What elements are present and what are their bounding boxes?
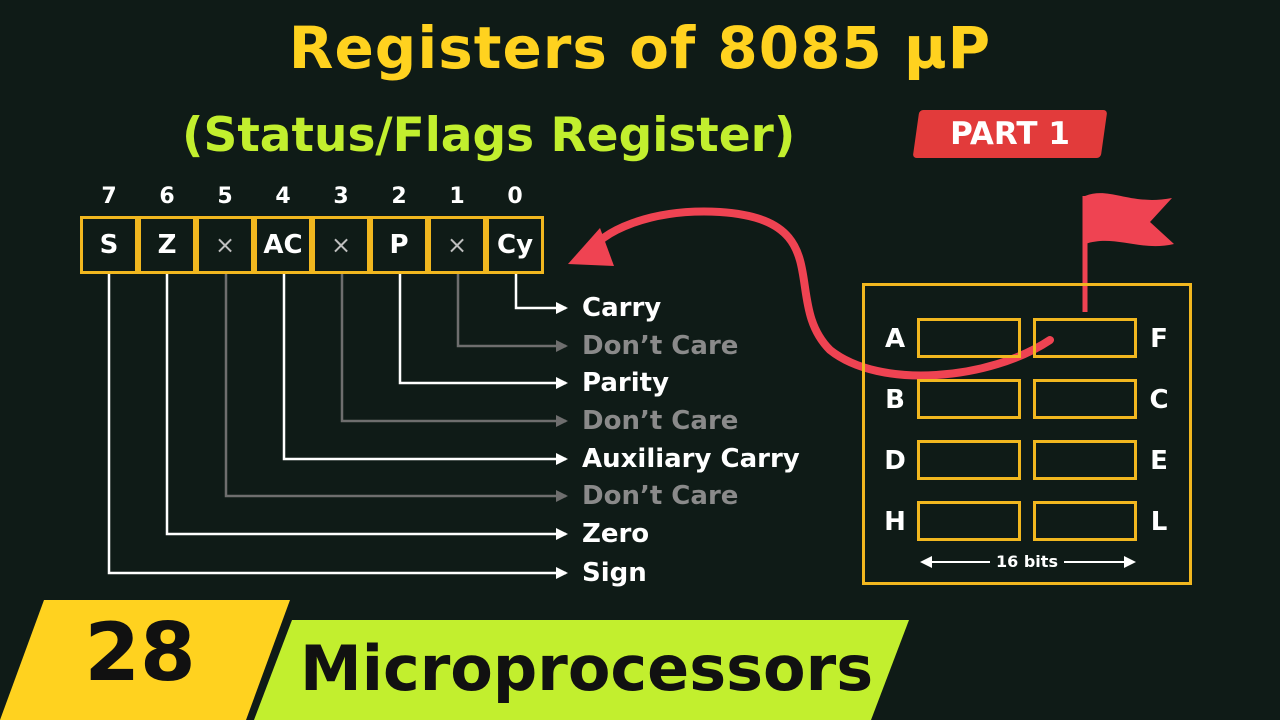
bit-number: 7 [101,184,117,209]
flag-cell-parity: P [370,216,428,274]
register-cell-c [1033,379,1137,419]
line-sign [107,274,568,579]
line-dont-care [224,274,568,502]
flag-cell-auxiliary-carry: AC [254,216,312,274]
flag-cell-dont-care: × [428,216,486,274]
register-label: F [1150,324,1168,354]
bit-number: 1 [449,184,465,209]
desc-dont-care: Don’t Care [582,481,739,511]
line-carry [514,274,568,314]
line-auxiliary-carry [282,274,568,465]
flag-icon [1085,193,1174,247]
page-subtitle: (Status/Flags Register) [182,108,796,163]
bit-number: 3 [333,184,349,209]
course-band: Microprocessors [254,620,909,720]
desc-sign: Sign [582,558,647,588]
register-label: C [1149,385,1169,415]
register-cell-a [917,318,1021,358]
desc-zero: Zero [582,519,650,549]
register-cell-e [1033,440,1137,480]
register-label: B [885,385,905,415]
register-cell-h [917,501,1021,541]
red-arrow-head [568,228,614,266]
register-cell-f [1033,318,1137,358]
bits-arrow-left-head [920,556,932,568]
register-label: E [1150,446,1168,476]
register-label: D [884,446,906,476]
desc-dont-care: Don’t Care [582,331,739,361]
register-label: A [884,324,906,354]
episode-number-band: 28 [0,600,290,720]
bit-number: 4 [275,184,291,209]
flag-cell-sign: S [80,216,138,274]
line-dont-care [340,274,568,427]
flag-cell-dont-care: × [196,216,254,274]
line-dont-care [456,274,568,352]
bit-number: 6 [159,184,175,209]
flag-cell-dont-care: × [312,216,370,274]
flag-cell-carry: Cy [486,216,544,274]
bits-arrow-right-head [1124,556,1136,568]
register-block [862,283,1192,585]
bit-number: 5 [217,184,233,209]
course-title: Microprocessors [300,632,874,705]
bits-width-label: 16 bits [996,552,1058,571]
desc-parity: Parity [582,368,670,398]
register-cell-l [1033,501,1137,541]
register-cell-b [917,379,1021,419]
bit-number: 0 [507,184,523,209]
line-zero [165,274,568,540]
flag-cell-zero: Z [138,216,196,274]
page-title: Registers of 8085 µP [288,14,992,82]
desc-carry: Carry [582,293,662,323]
desc-auxiliary-carry: Auxiliary Carry [582,444,800,474]
register-label: H [884,507,906,537]
episode-number: 28 [84,606,196,699]
bit-number: 2 [391,184,407,209]
desc-dont-care: Don’t Care [582,406,739,436]
red-curved-arrow [584,207,1054,380]
line-parity [398,274,568,389]
register-cell-d [917,440,1021,480]
register-label: L [1150,507,1168,537]
